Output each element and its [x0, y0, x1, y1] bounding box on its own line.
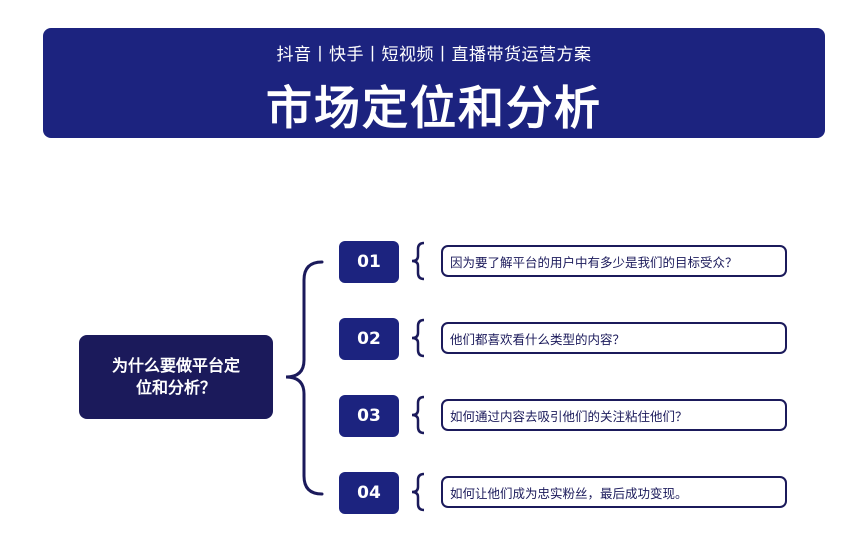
number-badge-03: 03 — [339, 395, 399, 437]
answer-box-02: 他们都喜欢看什么类型的内容？ — [441, 322, 787, 354]
small-brace-3 — [411, 395, 425, 435]
answer-box-03: 如何通过内容去吸引他们的关注粘住他们？ — [441, 399, 787, 431]
answer-box-04: 如何让他们成为忠实粉丝，最后成功变现。 — [441, 476, 787, 508]
answer-text-04: 如何让他们成为忠实粉丝，最后成功变现。 — [450, 485, 688, 501]
answer-text-03: 如何通过内容去吸引他们的关注粘住他们？ — [450, 408, 688, 424]
number-badge-04: 04 — [339, 472, 399, 514]
header-banner: 抖音丨快手丨短视频丨直播带货运营方案 市场定位和分析 — [43, 28, 825, 138]
small-brace-1 — [411, 241, 425, 281]
answer-box-01: 因为要了解平台的用户中有多少是我们的目标受众？ — [441, 245, 787, 277]
number-badge-01: 01 — [339, 241, 399, 283]
number-badge-02: 02 — [339, 318, 399, 360]
question-box: 为什么要做平台定位和分析？ — [79, 335, 273, 419]
answer-text-02: 他们都喜欢看什么类型的内容？ — [450, 331, 626, 347]
small-brace-2 — [411, 318, 425, 358]
main-curly-brace — [285, 260, 324, 496]
question-text: 为什么要做平台定位和分析？ — [111, 356, 240, 397]
header-subtitle: 抖音丨快手丨短视频丨直播带货运营方案 — [276, 45, 592, 65]
answer-text-01: 因为要了解平台的用户中有多少是我们的目标受众？ — [450, 254, 738, 270]
small-brace-4 — [411, 472, 425, 512]
page-title: 市场定位和分析 — [266, 81, 602, 135]
